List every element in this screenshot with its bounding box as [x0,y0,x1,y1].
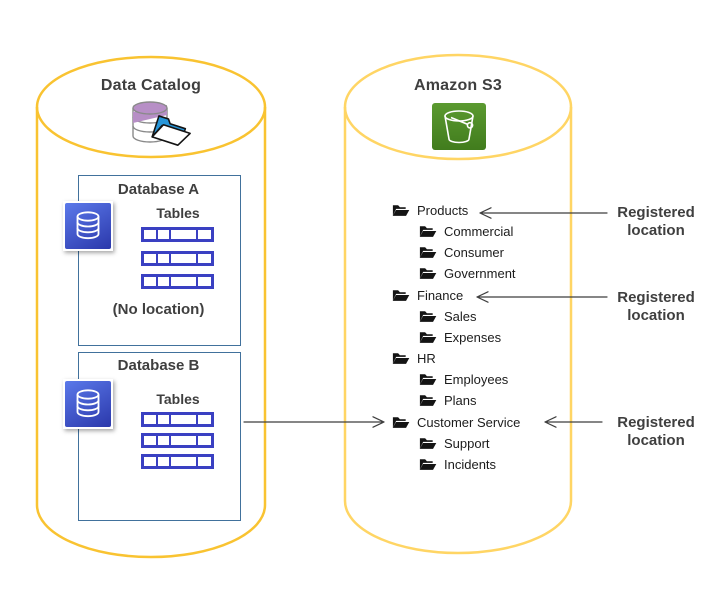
folder-label: Incidents [444,456,497,472]
folder-icon [419,394,437,407]
folder-label: Plans [444,392,477,408]
folder-row-sales: Sales [419,308,477,324]
folder-row-support: Support [419,435,490,451]
folder-icon [419,458,437,471]
data-catalog-title: Data Catalog [100,77,202,94]
folder-label: Commercial [444,223,514,239]
registered-location-label-customer-service: Registered location [617,414,695,449]
folder-row-finance: Finance [392,287,464,303]
folder-icon [419,373,437,386]
database-a-icon [63,201,113,251]
s3-bucket-icon [432,103,486,150]
folder-row-hr: HR [392,350,436,366]
registered-location-label-finance: Registered location [617,289,695,324]
folder-row-consumer: Consumer [419,244,504,260]
table-row [141,433,214,448]
bucket-glyph [444,110,474,144]
database-glyph [76,389,100,418]
table-row [141,454,214,469]
s3-cylinder [343,53,573,555]
folder-icon [419,331,437,344]
folder-label: Finance [417,287,464,303]
folder-icon [419,225,437,238]
folder-label: Sales [444,308,477,324]
folder-label: Products [417,202,469,218]
database-a-location-note: (No location) [112,301,205,318]
table-row [141,227,214,242]
data-catalog-cylinder [35,55,267,559]
database-b-tables-label: Tables [156,391,200,407]
folder-label: Government [444,265,516,281]
folder-label: Employees [444,371,509,387]
folder-row-products: Products [392,202,469,218]
table-row [141,412,214,427]
amazon-s3-title: Amazon S3 [413,77,503,94]
folder-icon [419,267,437,280]
database-a-title: Database A [117,181,200,198]
folder-row-customer-service: Customer Service [392,414,521,430]
folder-label: Consumer [444,244,504,260]
database-b-box [78,352,241,521]
folder-row-employees: Employees [419,371,509,387]
database-b-title: Database B [117,357,200,374]
folder-label: Support [444,435,490,451]
folder-label: Expenses [444,329,502,345]
folder-label: Customer Service [417,414,521,430]
table-row [141,274,214,289]
folder-icon [392,416,410,429]
folder-icon [392,204,410,217]
folder-label: HR [417,350,436,366]
folder-icon [419,310,437,323]
folder-row-plans: Plans [419,392,477,408]
folder-icon [419,437,437,450]
database-glyph [76,211,100,240]
folder-icon [392,352,410,365]
folder-icon [392,289,410,302]
folder-row-expenses: Expenses [419,329,502,345]
annotation-arrows [243,207,608,428]
table-row [141,251,214,266]
folder-row-commercial: Commercial [419,223,514,239]
folder-icon [419,246,437,259]
database-a-box [78,175,241,346]
folder-row-incidents: Incidents [419,456,497,472]
folder-row-government: Government [419,265,516,281]
database-a-tables-label: Tables [156,205,200,221]
database-b-icon [63,379,113,429]
data-catalog-icon [132,101,191,146]
registered-location-label-products: Registered location [617,204,695,239]
